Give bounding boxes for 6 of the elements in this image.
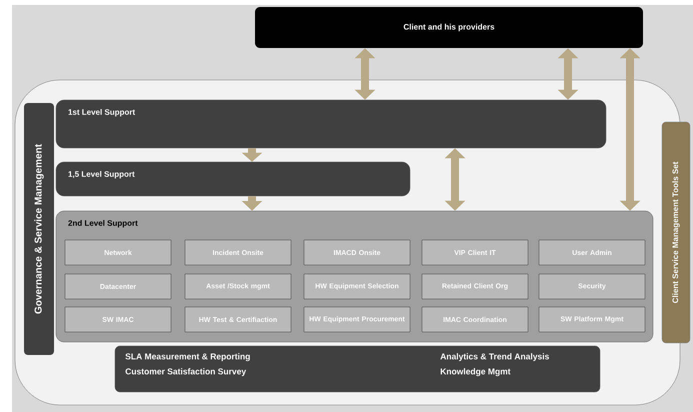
side-bar: Client Service Management Tools Set (662, 122, 690, 344)
support-band: 1st Level Support (56, 100, 606, 148)
client-box: Client and his providers (255, 7, 643, 48)
reporting-band: SLA Measurement & Reporting Customer Satisfaction Survey Analytics & Trend Analysis Knowledge Mgmt (114, 346, 600, 392)
support-band: 1,5 Level Support (56, 162, 410, 196)
side-bar: Governance & Service Management (24, 103, 54, 355)
